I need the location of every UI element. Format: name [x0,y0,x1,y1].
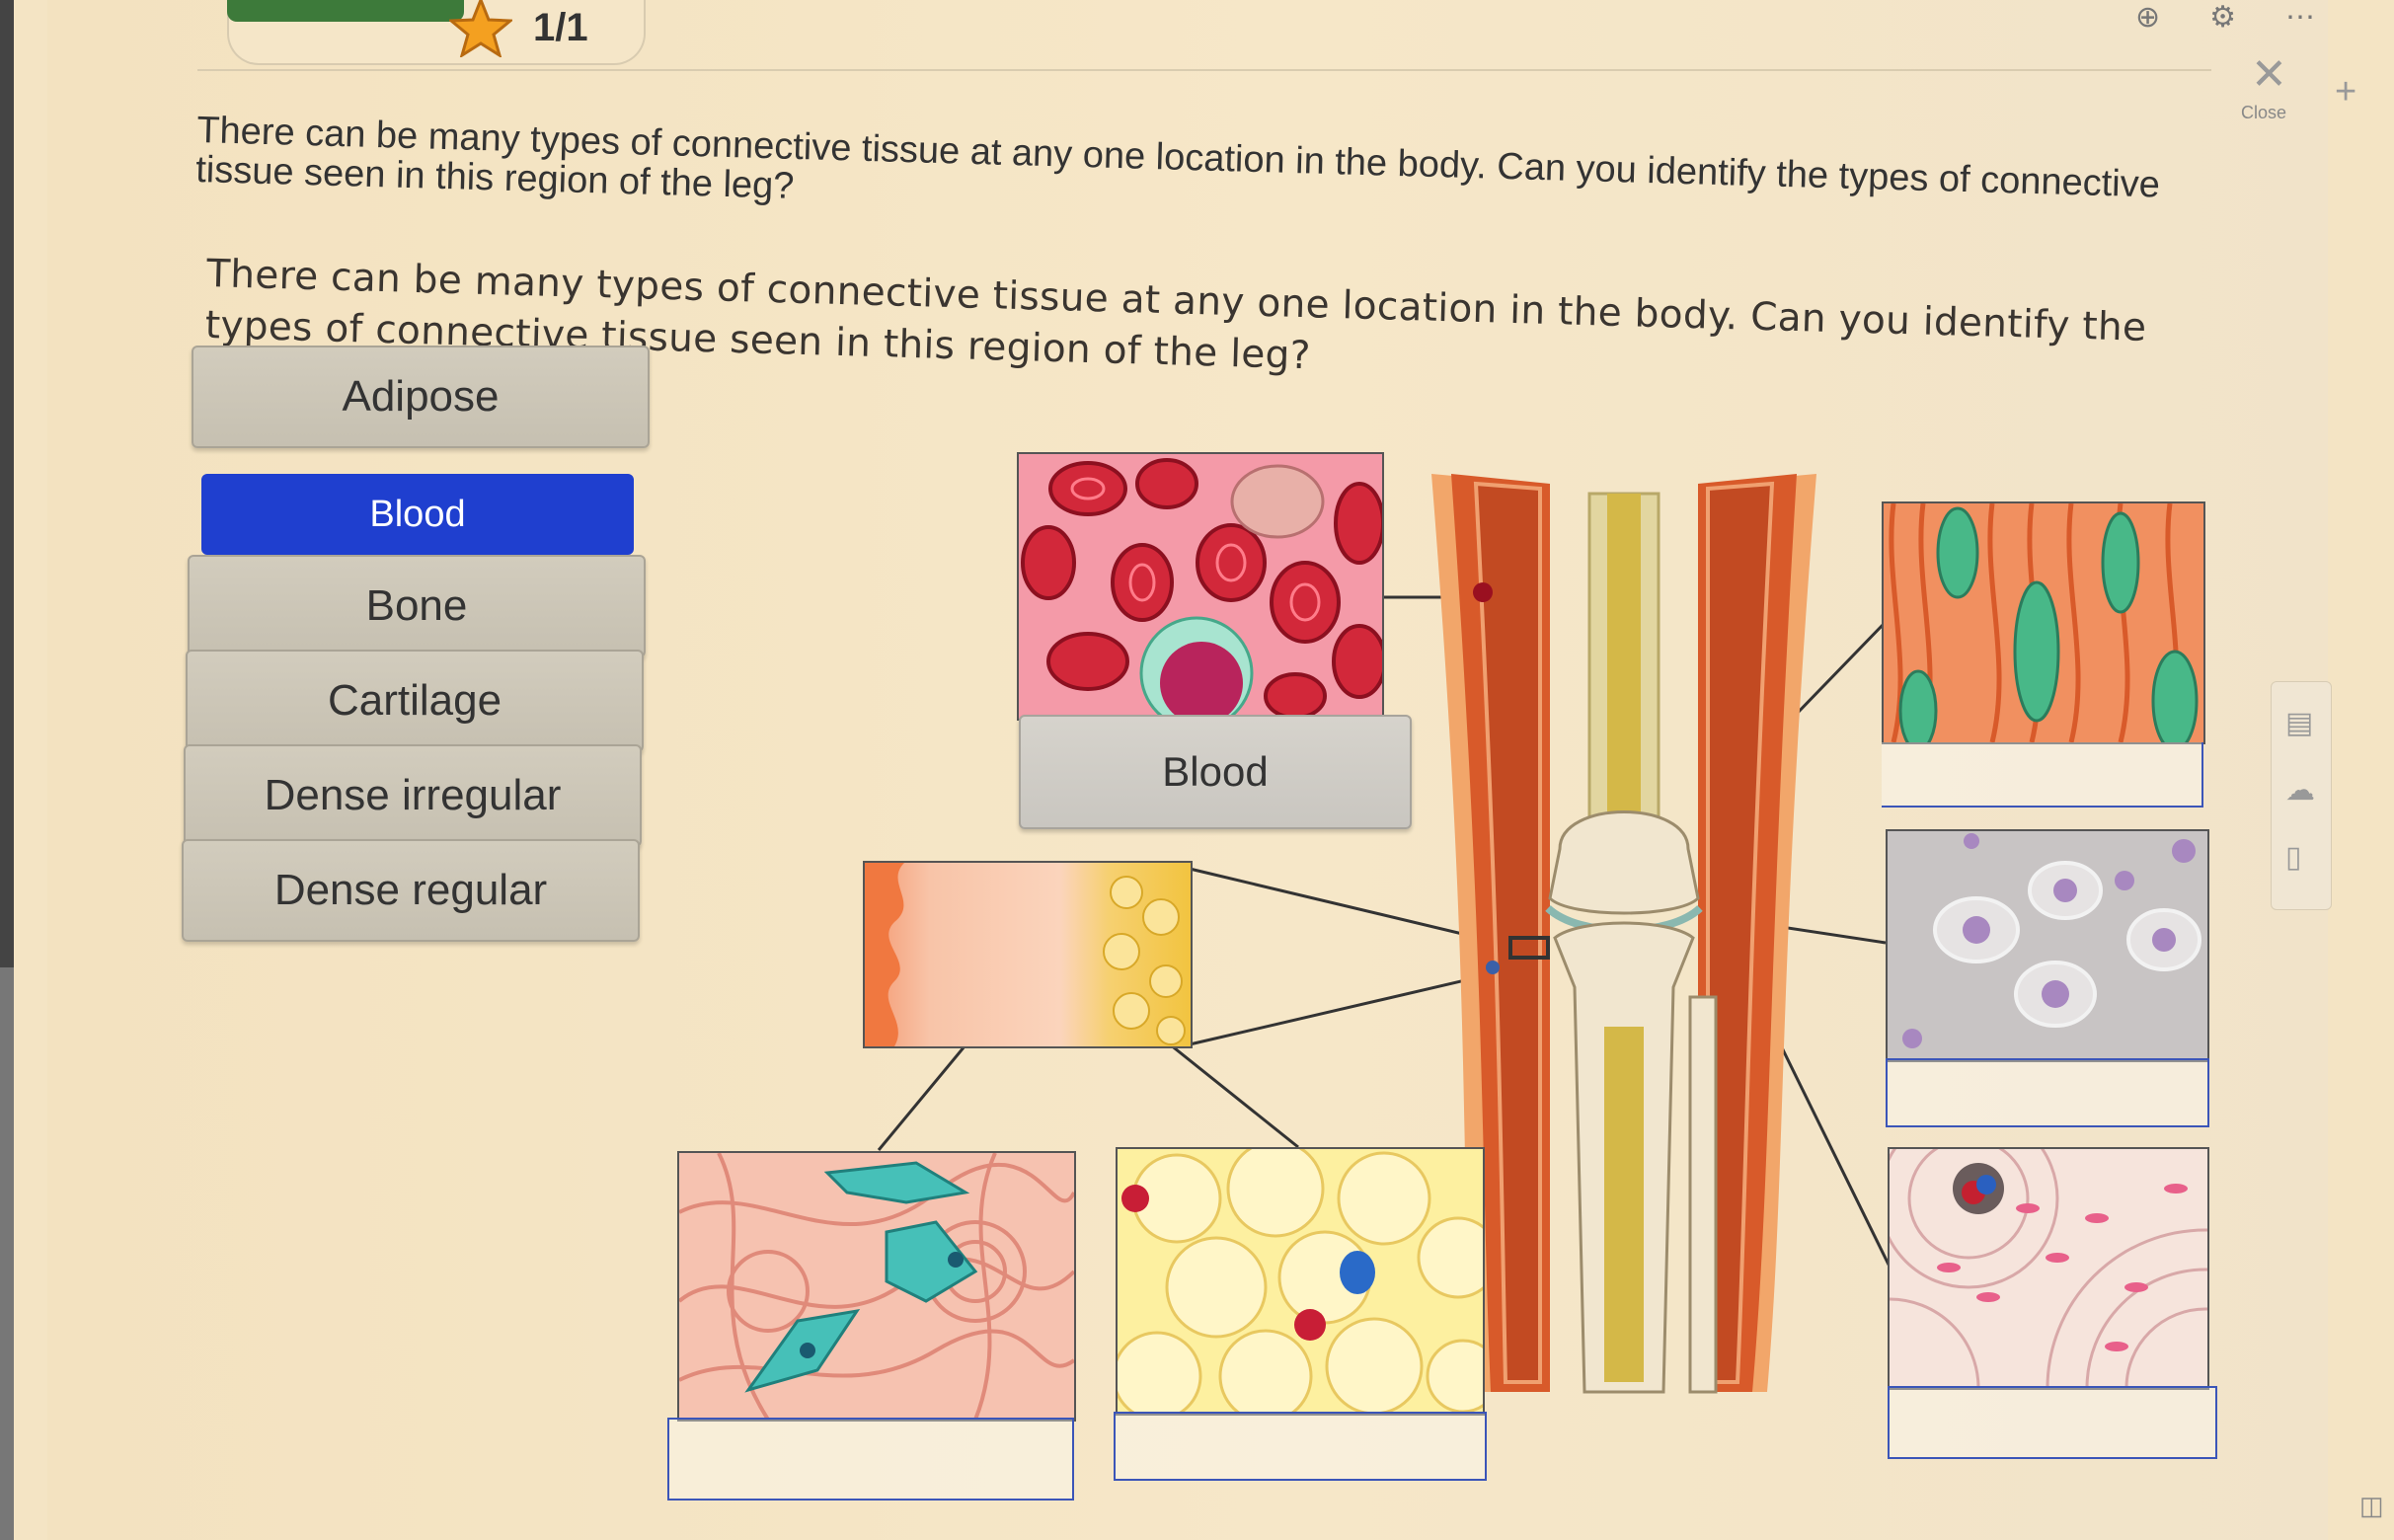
skin-layers-image [863,861,1193,1048]
settings-icon[interactable]: ⚙ [2209,1,2236,34]
dense-irregular-tissue-image [677,1151,1076,1422]
drop-zone-dense-regular[interactable] [1882,742,2203,808]
drop-zone-adipose[interactable] [1114,1412,1487,1481]
panel-toggle-icon[interactable]: ◫ [2359,1491,2384,1520]
divider [197,69,2211,71]
chip-label: Dense regular [273,866,548,914]
clipboard-icon[interactable]: ▯ [2285,841,2302,874]
leg-knee-diagram [1431,474,1816,1402]
drop-zone-bone[interactable] [1888,1386,2217,1459]
progress-score: 1/1 [533,6,588,49]
drop-zone-cartilage[interactable] [1886,1058,2209,1127]
notes-icon[interactable]: ▤ [2285,707,2314,739]
progress-bar-fill [227,0,464,22]
chip-label: Bone [365,581,468,630]
chip-blood[interactable]: Blood [201,474,634,555]
bezel-shadow [0,0,14,967]
star-icon [449,0,512,57]
chip-label: Blood [369,493,466,535]
chip-dense-irregular[interactable]: Dense irregular [184,744,642,847]
placed-label-blood[interactable]: Blood [1019,715,1412,829]
chip-label: Adipose [342,372,500,421]
chip-label: Cartilage [327,676,502,725]
plus-icon[interactable]: + [2335,71,2357,113]
utility-rail: ▤ ☁ ▯ [2271,681,2332,910]
add-page-icon[interactable]: ⊕ [2134,1,2161,34]
close-label: Close [2241,103,2287,122]
blood-tissue-image [1017,452,1384,721]
more-icon[interactable]: ⋯ [2285,1,2315,34]
chip-dense-regular[interactable]: Dense regular [182,839,640,942]
chip-label: Dense irregular [264,771,562,819]
bone-tissue-image [1888,1147,2209,1390]
drop-zone-dense-irregular[interactable] [667,1418,1074,1501]
placed-label-text: Blood [1162,748,1269,795]
chip-adipose[interactable]: Adipose [192,346,650,448]
chip-cartilage[interactable]: Cartilage [186,650,644,752]
adipose-tissue-image [1116,1147,1485,1416]
top-toolbar: ⊕ ⚙ ⋯ [2135,0,2315,35]
dense-regular-tissue-image [1882,501,2205,744]
cartilage-tissue-image [1886,829,2209,1062]
close-icon[interactable]: ✕ [2251,50,2287,99]
chat-icon[interactable]: ☁ [2285,774,2315,807]
chip-bone[interactable]: Bone [188,555,646,657]
